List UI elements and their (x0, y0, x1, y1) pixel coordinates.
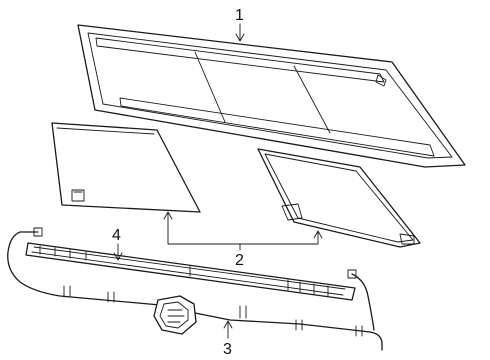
wiring-harness (7, 227, 383, 351)
callout-4-label: 4 (112, 227, 121, 244)
callout-2-label: 2 (235, 252, 244, 269)
callout-4-leader (113, 243, 123, 261)
right-side-glass (257, 148, 421, 248)
callout-3-label: 3 (223, 341, 232, 358)
callout-2-leader (163, 211, 323, 251)
callout-3-leader (223, 320, 233, 339)
left-side-glass (51, 122, 201, 213)
molding-strip (25, 242, 356, 301)
rear-window-glass (77, 24, 466, 168)
callout-1-label: 1 (235, 7, 244, 24)
callout-1-leader (235, 23, 245, 42)
